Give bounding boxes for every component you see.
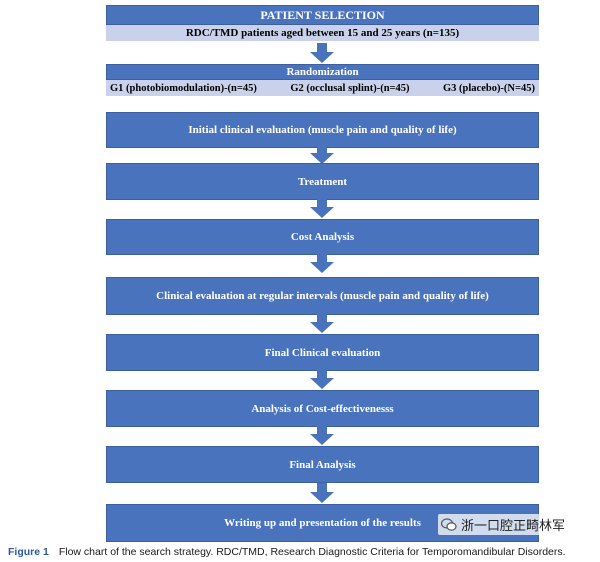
writing-up-label: Writing up and presentation of the resul… (224, 517, 421, 529)
final-evaluation-box: Final Clinical evaluation (106, 334, 539, 371)
patient-selection-subbox: RDC/TMD patients aged between 15 and 25 … (106, 25, 539, 41)
flow-arrow (310, 425, 334, 445)
figure-caption: Figure 1 Flow chart of the search strateg… (8, 546, 566, 558)
final-analysis-box: Final Analysis (106, 446, 539, 483)
treatment-box: Treatment (106, 163, 539, 200)
patient-selection-criteria: RDC/TMD patients aged between 15 and 25 … (185, 27, 460, 39)
group-3-label: G3 (placebo)-(N=45) (442, 82, 535, 94)
patient-selection-title: PATIENT SELECTION (260, 7, 385, 22)
watermark: 浙一口腔正畸林军 (438, 514, 569, 535)
cost-effectiveness-box: Analysis of Cost-effectivenesss (106, 390, 539, 427)
interval-evaluation-box: Clinical evaluation at regular intervals… (106, 277, 539, 315)
treatment-label: Treatment (297, 175, 348, 188)
group-2-label: G2 (occlusal splint)-(n=45) (290, 82, 410, 94)
wechat-icon (440, 517, 457, 532)
interval-evaluation-label: Clinical evaluation at regular intervals… (156, 290, 489, 302)
initial-evaluation-label: Initial clinical evaluation (muscle pain… (188, 124, 457, 136)
figure-label: Figure 1 (8, 546, 49, 558)
flow-arrow (310, 313, 334, 333)
final-analysis-label: Final Analysis (289, 458, 356, 471)
patient-selection-box: PATIENT SELECTION (106, 5, 539, 25)
cost-effectiveness-label: Analysis of Cost-effectivenesss (251, 402, 394, 415)
cost-analysis-box: Cost Analysis (106, 219, 539, 255)
flow-arrow (310, 43, 334, 63)
flow-arrow (310, 369, 334, 389)
flow-arrow (310, 198, 334, 218)
randomization-groups: G1 (photobiomodulation)-(n=45) G2 (occlu… (106, 80, 539, 96)
group-1-label: G1 (photobiomodulation)-(n=45) (110, 82, 257, 94)
flow-arrow (310, 253, 334, 273)
flow-arrow (310, 483, 334, 503)
initial-evaluation-box: Initial clinical evaluation (muscle pain… (106, 112, 539, 148)
final-evaluation-label: Final Clinical evaluation (264, 346, 381, 359)
figure-caption-text: Flow chart of the search strategy. RDC/T… (58, 546, 566, 558)
randomization-box: Randomization (106, 64, 539, 80)
cost-analysis-label: Cost Analysis (290, 231, 355, 243)
watermark-text: 浙一口腔正畸林军 (461, 519, 566, 534)
flow-arrow (310, 144, 334, 164)
randomization-title: Randomization (286, 66, 359, 78)
